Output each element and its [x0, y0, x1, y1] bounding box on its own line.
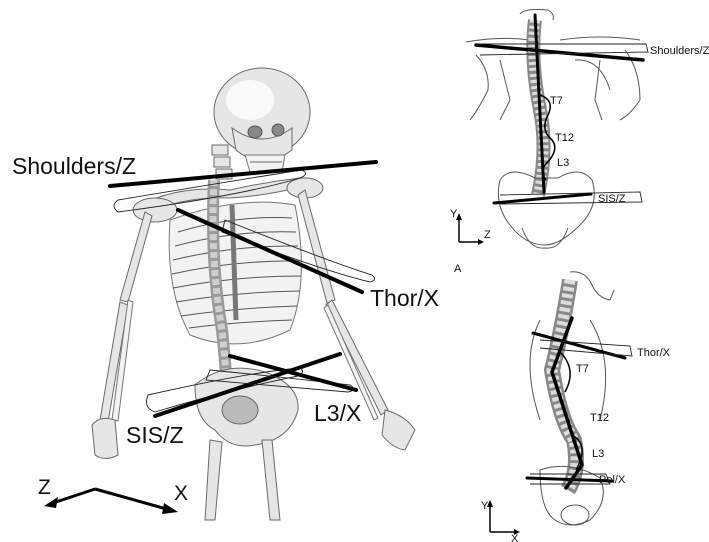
label-top-t7: T7 [550, 95, 563, 107]
label-top-shoulders-z: Shoulders/Z [650, 45, 709, 57]
label-bottom-pel-x: Pel/X [599, 474, 626, 486]
label-bottom-l3: L3 [592, 448, 604, 460]
label-l3-x: L3/X [314, 400, 361, 426]
left-skeleton-panel: Shoulders/Z Thor/X SIS/Z L3/X Z X [12, 68, 439, 520]
bottom-axis-x: X [511, 533, 519, 542]
axis-label-z: Z [38, 476, 51, 499]
label-bottom-t12: T12 [590, 412, 609, 424]
top-axes-triad: Y Z A [450, 208, 491, 275]
right-bottom-panel: Thor/X T7 T12 L3 Pel/X Y X [481, 272, 671, 542]
label-top-sis-z: SIS/Z [598, 193, 626, 205]
pelvis [195, 368, 298, 446]
label-thor-x: Thor/X [370, 285, 439, 311]
panel-letter-a: A [454, 263, 462, 275]
label-top-l3: L3 [557, 157, 569, 169]
axis-label-x: X [174, 482, 188, 505]
top-axis-z: Z [484, 229, 491, 241]
top-axis-y: Y [450, 208, 458, 220]
bottom-axis-y: Y [481, 500, 489, 512]
right-top-panel: Shoulders/Z T7 T12 L3 SIS/Z Y Z A [450, 10, 709, 276]
label-top-t12: T12 [555, 132, 574, 144]
legs [205, 440, 280, 520]
label-shoulders-z: Shoulders/Z [12, 153, 136, 179]
label-bottom-thor-x: Thor/X [637, 347, 671, 359]
label-bottom-t7: T7 [576, 363, 589, 375]
rib-cage [169, 202, 301, 344]
label-sis-z: SIS/Z [126, 422, 184, 448]
skull-illustration [214, 68, 310, 172]
left-axes-triad: Z X [38, 476, 188, 514]
bottom-axes-triad: Y X [481, 500, 520, 542]
